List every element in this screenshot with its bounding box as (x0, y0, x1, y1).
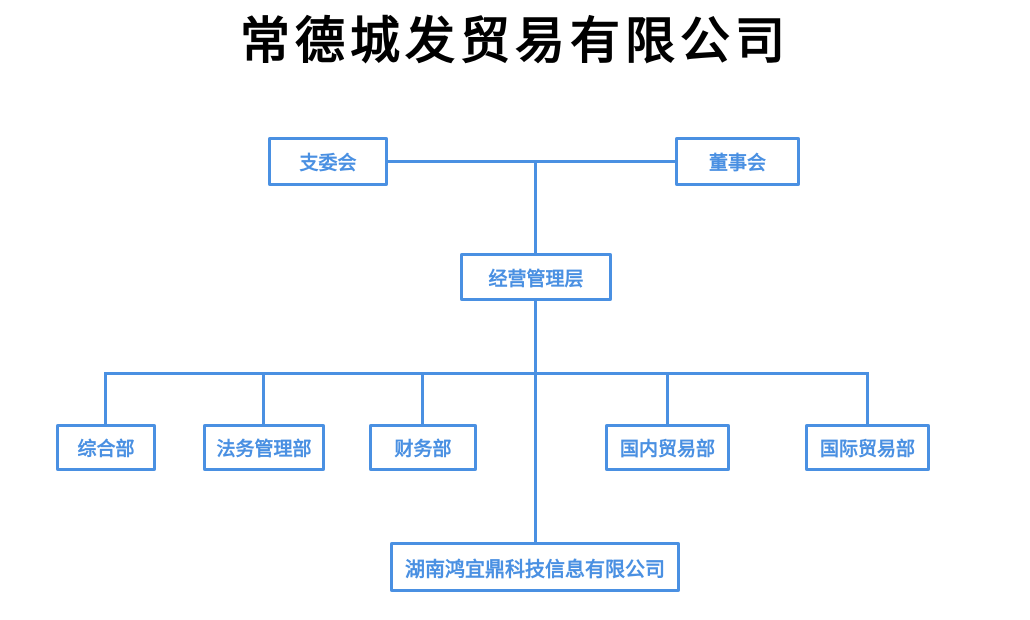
connector-drop-guonei (666, 372, 669, 425)
org-node-guonei: 国内贸易部 (605, 424, 730, 471)
org-node-dongshihui: 董事会 (675, 137, 800, 186)
connector-top-vertical (534, 160, 537, 254)
org-node-jingying: 经营管理层 (460, 253, 612, 301)
org-node-zhiweihui: 支委会 (268, 137, 388, 186)
connector-drop-caiwu (421, 372, 424, 425)
connector-drop-fawu (262, 372, 265, 425)
connector-center-vertical (534, 300, 537, 543)
org-node-guoji: 国际贸易部 (805, 424, 930, 471)
connector-drop-zonghe (104, 372, 107, 425)
org-node-caiwu: 财务部 (369, 424, 477, 471)
connector-top-horizontal (388, 160, 676, 163)
org-node-fawu: 法务管理部 (203, 424, 325, 471)
connector-drop-guoji (866, 372, 869, 425)
org-node-hunan: 湖南鸿宜鼎科技信息有限公司 (390, 542, 680, 592)
connector-departments-rail (104, 372, 869, 375)
page-title: 常德城发贸易有限公司 (240, 13, 790, 69)
org-node-zonghe: 综合部 (56, 424, 156, 471)
